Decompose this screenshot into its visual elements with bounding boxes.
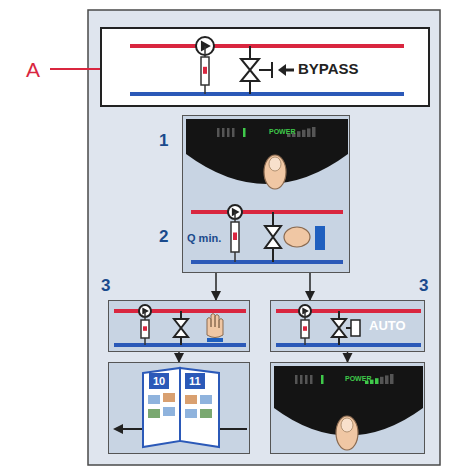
callout-letter: A (26, 58, 40, 81)
flow-arrow (347, 352, 349, 362)
step-box: 3 (108, 300, 250, 352)
step-number: 2 (159, 228, 168, 247)
step-number: 1 (159, 132, 168, 151)
page-number: 10 (153, 375, 165, 387)
step-number: 3 (101, 277, 110, 296)
step-box: POWER (270, 362, 425, 454)
step-box: 1POWER2Q min. (182, 115, 350, 273)
flow-arrow (178, 352, 180, 362)
step-illustration (102, 29, 432, 109)
auto-text: AUTO (369, 319, 406, 333)
step-box: 3AUTO (270, 300, 425, 352)
bypass-text: BYPASS (298, 61, 359, 78)
flow-text: Q min. (187, 232, 221, 244)
flow-arrow (309, 273, 311, 300)
step-number: 3 (419, 277, 428, 296)
flow-arrow (215, 273, 217, 300)
step-illustration (109, 363, 251, 455)
power-text: POWER (269, 128, 295, 136)
step-illustration (183, 116, 351, 274)
step-illustration (109, 301, 251, 353)
step-box: 10 11 (108, 362, 250, 454)
step-box: BYPASS (100, 27, 430, 107)
page-number: 11 (189, 375, 201, 387)
power-text: POWER (345, 375, 371, 383)
